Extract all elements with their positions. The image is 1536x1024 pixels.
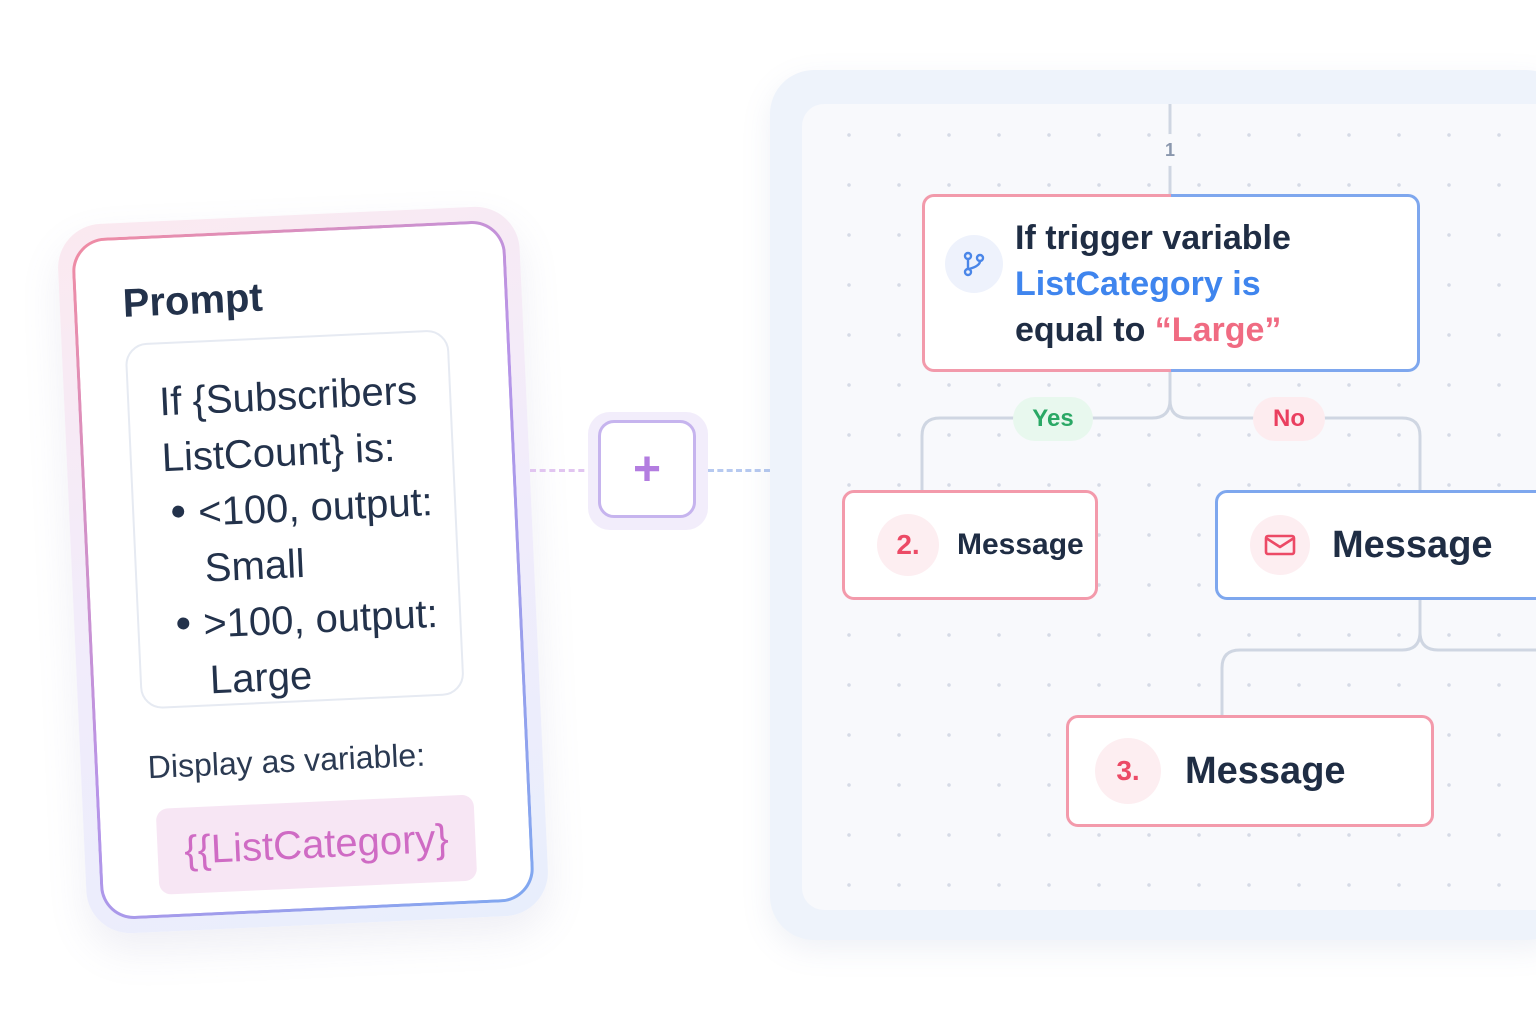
step-number-badge: 1 [1154,134,1186,166]
message-label: Message [1332,523,1493,566]
mail-icon [1250,515,1310,575]
dashed-connector-right [708,469,770,472]
message-label: Message [957,528,1084,561]
condition-variable: ListCategory is [1015,265,1261,303]
step-number-3: 3. [1095,738,1161,804]
condition-operator: equal to [1015,311,1155,349]
condition-text: If trigger variable ListCategory is equa… [1015,215,1291,353]
condition-line-3: equal to “Large” [1015,307,1291,353]
dashed-connector-left [530,469,594,472]
condition-node[interactable]: If trigger variable ListCategory is equa… [922,194,1420,372]
branch-icon [945,235,1003,293]
condition-value: “Large” [1154,311,1282,349]
branch-no-label[interactable]: No [1253,397,1325,441]
condition-line-1: If trigger variable [1015,219,1291,257]
add-step-button[interactable]: + [598,420,696,518]
connector-message-right [1418,631,1536,652]
message-node-2[interactable]: 2. Message [842,490,1098,600]
branch-icon-glyph [963,251,985,277]
message-node-3[interactable]: 3. Message [1066,715,1434,827]
connector-message-down [1220,600,1422,715]
plus-icon: + [632,442,662,496]
message-label: Message [1185,749,1346,792]
connector-split-right [1168,399,1422,490]
branch-yes-label[interactable]: Yes [1013,397,1093,441]
message-node-mail[interactable]: Message [1215,490,1536,600]
step-number-2: 2. [877,514,939,576]
mail-icon-glyph [1264,534,1296,556]
